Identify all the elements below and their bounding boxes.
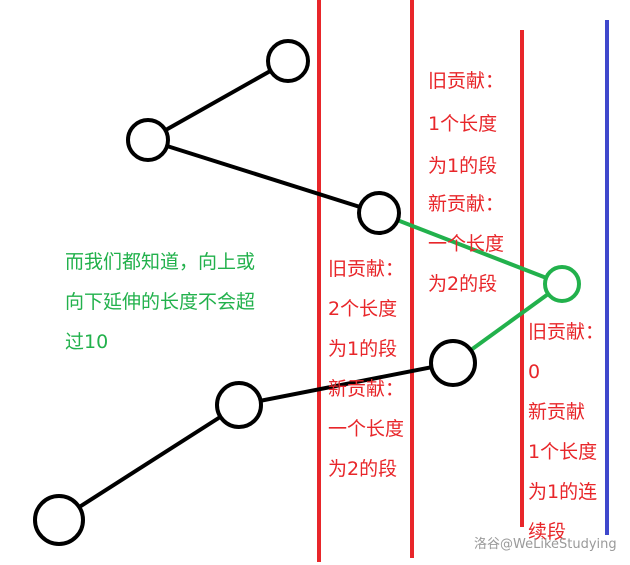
column2-line: 为1的段 — [428, 155, 497, 177]
edges — [57, 59, 564, 522]
column1-line: 为1的段 — [328, 338, 397, 360]
node — [126, 118, 170, 162]
column1-line: 一个长度 — [328, 418, 404, 440]
nodes — [33, 39, 581, 546]
column1-line: 2个长度 — [328, 298, 397, 320]
column3-line: 旧贡献： — [528, 321, 604, 343]
column3-line: 为1的连 — [528, 481, 597, 503]
note-line: 过10 — [65, 331, 108, 353]
watermark: 洛谷@WeLikeStudying — [474, 537, 617, 552]
column3-line: 续段 — [528, 521, 566, 543]
column1-line: 旧贡献： — [328, 258, 404, 280]
column2-line: 一个长度 — [428, 233, 504, 255]
column1-line: 为2的段 — [328, 458, 397, 480]
note-text: 而我们都知道，向上或 向下延伸的长度不会超 过10 — [65, 251, 255, 353]
node — [266, 39, 310, 83]
edge — [147, 59, 289, 142]
edge — [147, 138, 380, 215]
column3-line: 新贡献 — [528, 401, 585, 423]
column2-line: 新贡献： — [428, 193, 504, 215]
column2-line: 为2的段 — [428, 273, 497, 295]
column1-line: 新贡献： — [328, 378, 404, 400]
vertical-lines — [317, 0, 609, 562]
node — [33, 494, 85, 546]
edge — [238, 361, 454, 407]
column3-text: 旧贡献： 0 新贡献 1个长度 为1的连 续段 — [528, 321, 604, 543]
edge — [57, 403, 241, 522]
node — [429, 339, 477, 387]
column2-line: 1个长度 — [428, 113, 497, 135]
edge-green — [378, 211, 563, 286]
note-line: 向下延伸的长度不会超 — [65, 291, 255, 313]
column2-line: 旧贡献： — [428, 70, 504, 92]
node — [215, 381, 263, 429]
node-green — [543, 265, 581, 303]
column2-text: 旧贡献： 1个长度 为1的段 新贡献： 一个长度 为2的段 — [428, 70, 504, 295]
column3-line: 1个长度 — [528, 441, 597, 463]
column1-text: 旧贡献： 2个长度 为1的段 新贡献： 一个长度 为2的段 — [328, 258, 404, 480]
column3-line: 0 — [528, 361, 540, 383]
note-line: 而我们都知道，向上或 — [65, 251, 255, 273]
node — [357, 191, 401, 235]
